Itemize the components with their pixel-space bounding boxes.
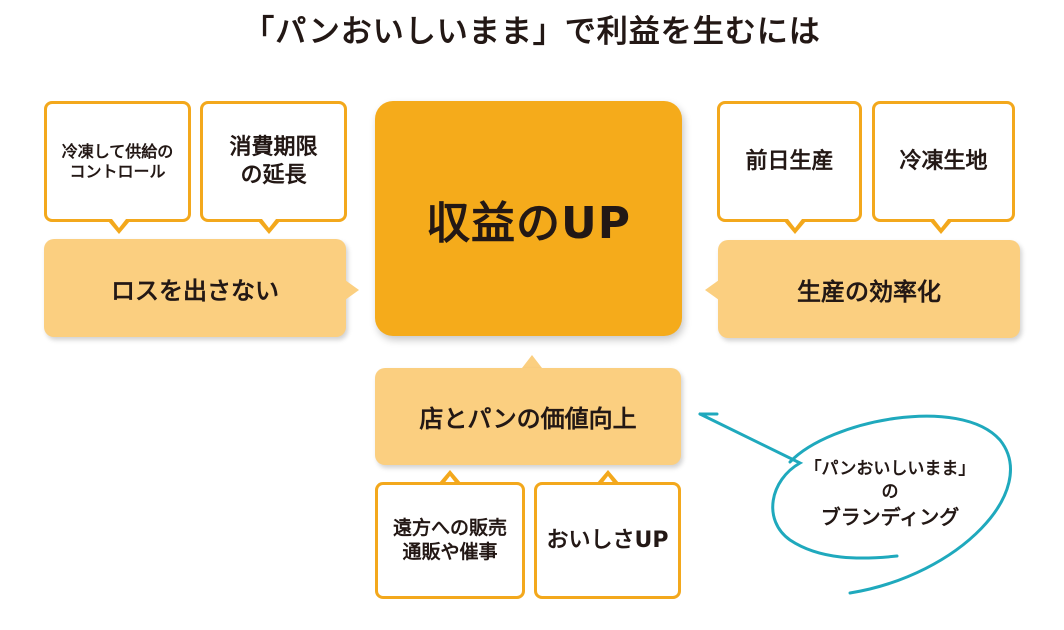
bubble-tail-fill (934, 219, 948, 228)
sub-box-text-line: 冷凍生地 (899, 148, 988, 174)
annotation-line: 「パンおいしいまま」 (804, 459, 976, 479)
sub-box-supply-control: 冷凍して供給の コントロール (44, 101, 191, 222)
bubble-tail-fill (601, 476, 615, 485)
branch-reduce-loss: ロスを出さない (44, 239, 346, 337)
branch-label: ロスを出さない (111, 276, 279, 305)
sub-box-text-line: 通販や催事 (402, 540, 498, 563)
center-label: 収益のUP (426, 197, 631, 249)
sub-box-remote-sales: 遠方への販売 通販や催事 (375, 482, 525, 599)
bubble-tail-fill (112, 219, 126, 228)
sub-box-text-line: 前日生産 (745, 148, 834, 174)
loop-line (698, 412, 899, 560)
sub-box-taste-up: おいしさUP (534, 482, 681, 599)
branch-pointer-up (522, 355, 542, 368)
sub-box-text-line: の延長 (240, 162, 307, 188)
sub-box-text-line: おいしさUP (546, 527, 669, 553)
branch-value-improvement: 店とパンの価値向上 (375, 368, 681, 465)
center-revenue-up: 収益のUP (375, 101, 682, 336)
annotation-line: ブランディング (820, 504, 960, 529)
annotation-branding: 「パンおいしいまま」 の ブランディング (780, 458, 1000, 531)
loop-ellipse (788, 414, 1012, 595)
branch-label: 生産の効率化 (797, 277, 941, 306)
branch-pointer-left (705, 280, 719, 300)
annotation-line: の (881, 481, 899, 502)
bubble-tail-fill (443, 476, 457, 485)
branch-label: 店とパンの価値向上 (419, 405, 637, 433)
sub-box-text-line: 遠方への販売 (392, 516, 507, 539)
sub-box-text-line: コントロール (69, 161, 166, 181)
branch-pointer-right (345, 280, 359, 300)
page-title: 「パンおいしいまま」で利益を生むには (243, 14, 821, 50)
bubble-tail-fill (788, 219, 802, 228)
sub-box-previous-day-production: 前日生産 (717, 101, 862, 222)
bubble-tail-fill (262, 219, 276, 228)
branch-production-efficiency: 生産の効率化 (718, 240, 1020, 338)
sub-box-frozen-dough: 冷凍生地 (872, 101, 1015, 222)
sub-box-text-line: 消費期限 (229, 135, 318, 160)
sub-box-text-line: 冷凍して供給の (61, 141, 174, 161)
